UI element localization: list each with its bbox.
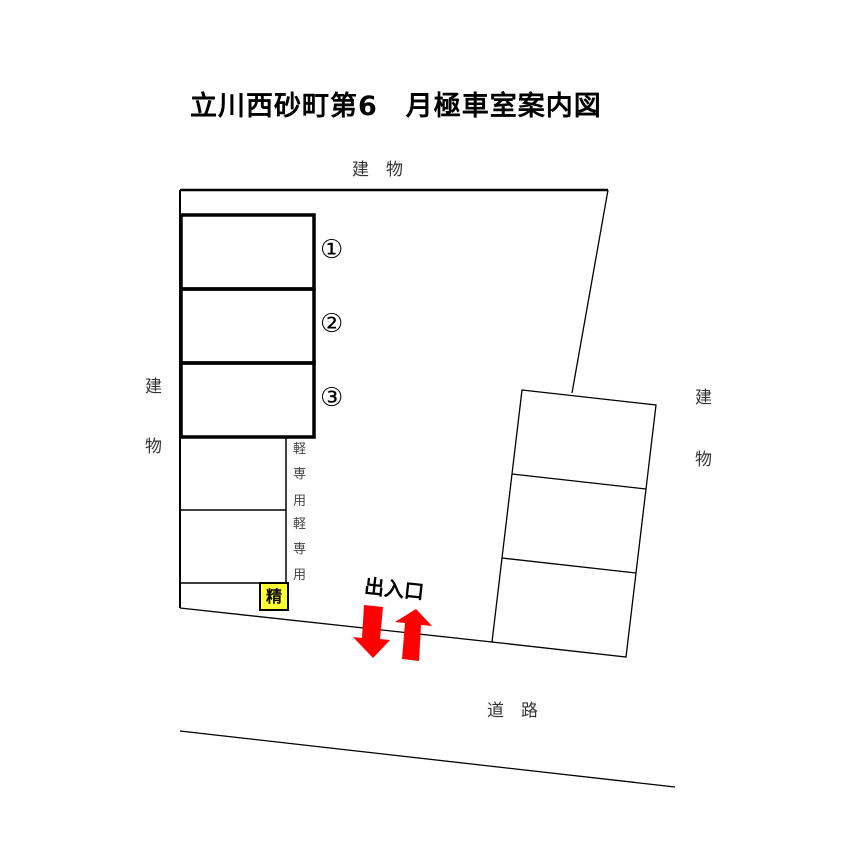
page-title: 立川西砂町第6 月極車室案内図 — [190, 91, 602, 122]
arrow-down-icon — [353, 605, 390, 658]
label-road: 道 路 — [487, 701, 538, 721]
parking-space-2 — [179, 287, 316, 365]
label-building-right-1: 建 — [695, 388, 712, 408]
parking-space-3 — [179, 361, 316, 439]
kei-label-2-c: 用 — [293, 568, 307, 583]
space-number-1: ① — [320, 235, 344, 265]
space-number-3: ③ — [320, 383, 344, 413]
arrow-up-icon — [395, 609, 432, 661]
parking-space-1 — [179, 213, 316, 291]
space-number-2: ② — [320, 309, 344, 339]
kei-label-1-c: 用 — [293, 494, 307, 509]
entrance-label: 出入口 — [363, 573, 426, 605]
label-building-left-1: 建 — [145, 377, 162, 397]
kei-label-2-b: 専 — [293, 542, 307, 557]
label-building-top: 建 物 — [352, 160, 403, 180]
kei-label-1-a: 軽 — [293, 442, 307, 457]
kei-label-1-b: 専 — [293, 467, 307, 482]
kei-label-2-a: 軽 — [293, 517, 307, 532]
payment-machine-badge: 精 — [259, 582, 289, 611]
right-parking-block — [491, 389, 657, 658]
label-building-left-2: 物 — [145, 437, 162, 457]
label-building-right-2: 物 — [695, 450, 712, 470]
